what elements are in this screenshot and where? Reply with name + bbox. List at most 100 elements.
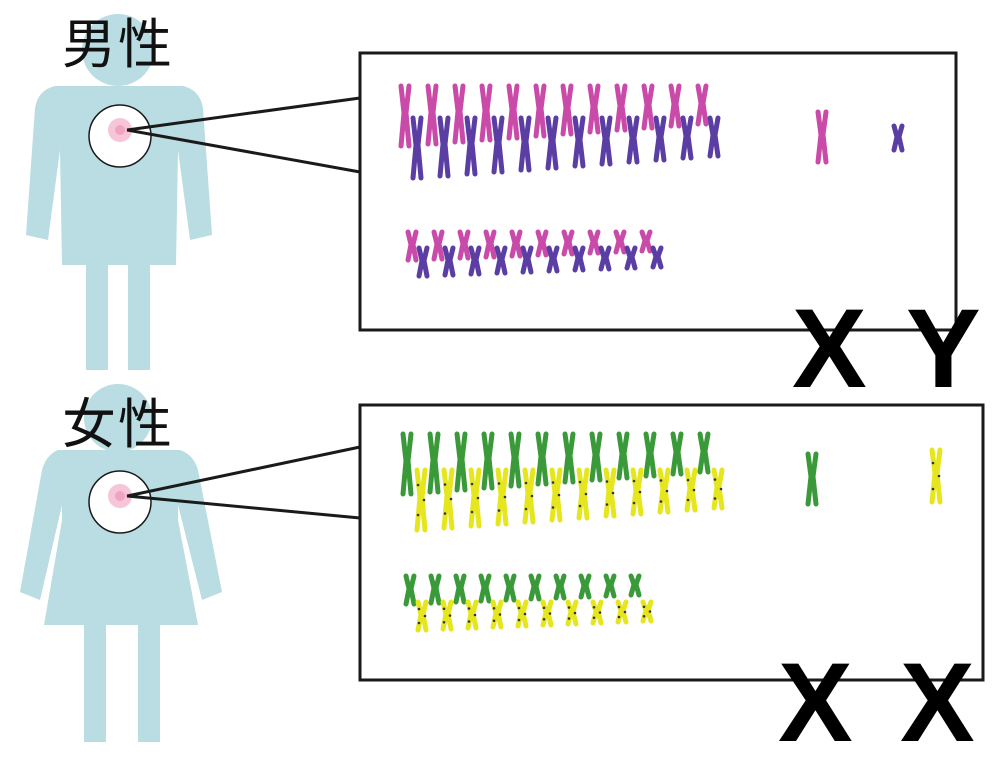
chromosome — [405, 229, 419, 263]
chromosome — [628, 573, 642, 598]
chromosome — [481, 431, 495, 491]
chromosome — [428, 573, 442, 606]
chromosome — [670, 431, 684, 477]
male-figure — [26, 14, 212, 370]
chromosome — [695, 83, 709, 127]
male-sex-chromosome-x: X — [792, 286, 867, 411]
chromosome — [454, 431, 468, 493]
male-chromosomes — [398, 83, 905, 279]
chromosome — [576, 467, 590, 521]
female-figure — [20, 384, 222, 742]
chromosome — [549, 467, 563, 523]
chromosome — [518, 115, 532, 173]
chromosome — [613, 229, 627, 255]
chromosome — [546, 245, 560, 274]
chromosome — [640, 599, 654, 624]
chromosome — [478, 573, 492, 604]
chromosome — [495, 467, 509, 527]
chromosome — [589, 431, 603, 483]
chromosome — [468, 467, 482, 529]
chromosome — [598, 245, 612, 272]
chromosome — [603, 467, 617, 519]
chromosome — [490, 599, 504, 630]
female-label: 女性 — [62, 393, 174, 456]
chromosome — [630, 467, 644, 517]
male-label: 男性 — [62, 13, 174, 76]
chromosome — [522, 467, 536, 525]
chromosome — [528, 573, 542, 602]
chromosome — [626, 115, 640, 165]
chromosome — [494, 245, 508, 276]
chromosome — [545, 115, 559, 171]
chromosome — [535, 431, 549, 487]
chromosome — [587, 83, 601, 135]
chromosome — [587, 229, 601, 256]
chromosome-x — [805, 451, 819, 507]
chromosome — [442, 245, 456, 278]
chromosome — [711, 467, 725, 511]
chromosome — [509, 229, 523, 259]
chromosome — [400, 431, 414, 497]
chromosome — [440, 599, 454, 632]
chromosome — [506, 83, 520, 141]
chromosome — [416, 245, 430, 279]
chromosome — [508, 431, 522, 489]
chromosome — [468, 245, 482, 277]
chromosome — [565, 599, 579, 627]
chromosome — [535, 229, 549, 258]
chromosome — [503, 573, 517, 603]
chromosome — [684, 467, 698, 513]
chromosome — [533, 83, 547, 139]
chromosome — [572, 245, 586, 273]
chromosome — [615, 599, 629, 625]
female-cell — [88, 470, 152, 534]
chromosome — [464, 115, 478, 177]
chromosome — [603, 573, 617, 599]
female-sex-chromosome-x2: X — [900, 640, 975, 765]
chromosome — [483, 229, 497, 260]
chromosome — [425, 83, 439, 147]
chromosome — [457, 229, 471, 261]
chromosome — [643, 431, 657, 479]
chromosome — [578, 573, 592, 600]
chromosome — [427, 431, 441, 495]
chromosome — [668, 83, 682, 129]
female-sex-chromosome-x1: X — [778, 640, 853, 765]
chromosome — [680, 115, 694, 161]
chromosome-y — [891, 123, 905, 153]
chromosome — [515, 599, 529, 629]
chromosome — [639, 229, 653, 254]
chromosome — [479, 83, 493, 143]
chromosome — [520, 245, 534, 275]
chromosome — [657, 467, 671, 515]
chromosome — [697, 431, 711, 475]
female-callout-lines — [126, 445, 361, 520]
chromosome-x — [815, 109, 829, 165]
chromosome — [707, 115, 721, 159]
chromosome — [452, 83, 466, 145]
chromosome — [561, 229, 575, 257]
chromosome — [415, 599, 429, 633]
chromosome — [572, 115, 586, 169]
chromosome — [431, 229, 445, 262]
chromosome — [491, 115, 505, 175]
chromosome-x — [929, 447, 943, 505]
chromosome — [453, 573, 467, 605]
chromosome — [650, 245, 664, 270]
male-cell — [88, 104, 152, 168]
female-karyotype-panel — [358, 403, 985, 682]
chromosome — [562, 431, 576, 485]
chromosome — [465, 599, 479, 631]
chromosome — [653, 115, 667, 163]
female-chromosomes — [400, 431, 943, 633]
chromosome — [414, 467, 428, 533]
chromosome — [540, 599, 554, 628]
chromosome — [553, 573, 567, 601]
chromosome — [441, 467, 455, 531]
chromosome — [624, 245, 638, 271]
chromosome — [599, 115, 613, 167]
chromosome — [398, 83, 412, 149]
male-callout-lines — [126, 96, 361, 174]
chromosome — [641, 83, 655, 131]
